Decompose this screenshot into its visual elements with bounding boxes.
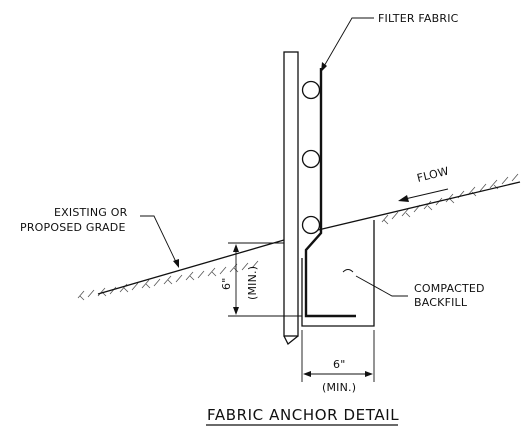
filter-fabric-arrowhead [321,62,327,72]
width-value-label: 6" [333,358,345,371]
flow-label: FLOW [416,164,451,184]
depth-value-label: 6" [220,278,233,290]
trench-outline [301,220,375,327]
flow-arrowhead [398,195,409,202]
grade-line-right [317,181,521,231]
width-arrowhead-left [303,371,311,377]
depth-arrowhead-top [233,244,239,252]
fence-post [283,51,299,337]
wire-tie-middle [301,149,321,169]
filter-fabric [304,68,356,318]
existing-grade-leader [140,215,177,263]
ground-hatching-left [77,260,259,301]
existing-grade-label-line1: EXISTING OR [54,206,128,219]
width-min-label: (MIN.) [322,381,356,394]
wire-tie-top [301,80,321,100]
flow-arrow-shaft [404,188,449,200]
backfill-mark [342,269,354,273]
compacted-label: COMPACTED [414,282,485,295]
existing-grade-label-line2: PROPOSED GRADE [20,221,126,234]
backfill-leader [355,275,408,297]
width-arrowhead-right [365,371,373,377]
filter-fabric-label: FILTER FABRIC [378,12,459,25]
grade-line-left [97,239,285,295]
filter-fabric-leader [322,17,374,69]
depth-arrowhead-bottom [233,307,239,315]
depth-min-label: (MIN.) [246,266,259,300]
wire-tie-bottom [301,215,321,235]
post-tip [283,335,299,346]
existing-grade-arrowhead [173,259,179,268]
detail-title: FABRIC ANCHOR DETAIL [207,406,399,424]
backfill-label: BACKFILL [414,296,468,309]
ground-hatching-right [381,173,519,225]
